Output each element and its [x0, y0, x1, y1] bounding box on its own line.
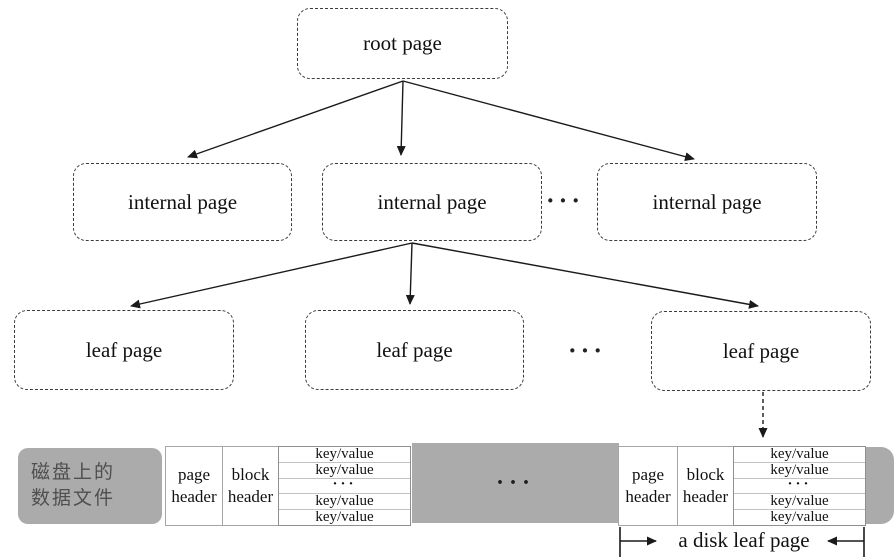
key-value-column-1: key/value key/value ··· key/value key/va… — [278, 446, 411, 526]
key-value-row: key/value — [770, 509, 829, 525]
root-page-node: root page — [297, 8, 508, 79]
disk-data-file-label-line1: 磁盘上的 — [31, 462, 116, 484]
internal-page-label: internal page — [127, 189, 238, 214]
arrow-root-internal2 — [396, 80, 406, 156]
leaf-page-node-2: leaf page — [305, 310, 524, 390]
key-value-row: key/value — [315, 509, 374, 525]
disk-data-file-box: 磁盘上的 数据文件 — [18, 448, 162, 524]
disk-right-end-cap — [866, 447, 894, 524]
leaf-row-ellipsis: ··· — [568, 336, 607, 365]
arrow-internal-leaf1 — [130, 242, 413, 309]
arrow-root-internal3 — [402, 80, 695, 162]
internal-page-node-1: internal page — [73, 163, 292, 241]
leaf-page-label: leaf page — [376, 337, 453, 362]
disk-middle-ellipsis: ··· — [495, 469, 535, 496]
key-value-row: key/value — [734, 494, 865, 510]
internal-page-node-3: internal page — [597, 163, 817, 241]
internal-row-ellipsis: ··· — [546, 186, 585, 215]
arrow-internal-leaf2 — [405, 242, 415, 305]
leaf-page-label: leaf page — [85, 337, 163, 362]
key-value-ellipsis-row: ··· — [279, 477, 410, 494]
arrow-root-internal1 — [187, 80, 404, 159]
arrow-internal-leaf3 — [411, 242, 759, 309]
page-header-cell-2: page header — [618, 446, 678, 526]
block-header-cell-1: block header — [222, 446, 279, 526]
leaf-page-node-3: leaf page — [651, 311, 871, 391]
key-value-row: key/value — [279, 494, 410, 510]
leaf-page-node-1: leaf page — [14, 310, 234, 390]
internal-page-label: internal page — [652, 189, 762, 214]
root-page-label: root page — [363, 31, 442, 55]
disk-data-file-label-line2: 数据文件 — [31, 488, 116, 509]
key-value-row: key/value — [734, 463, 865, 479]
disk-leaf-page-measure-label: a disk leaf page — [678, 528, 810, 552]
disk-middle-ellipsis-box: ··· — [412, 443, 619, 523]
key-value-row: key/value — [279, 447, 410, 463]
internal-page-label: internal page — [377, 189, 487, 214]
block-header-cell-2: block header — [677, 446, 734, 526]
key-value-column-2: key/value key/value ··· key/value key/va… — [733, 446, 866, 526]
page-header-cell-1: page header — [165, 446, 223, 526]
key-value-ellipsis-row: ··· — [734, 477, 865, 494]
key-value-row: key/value — [734, 447, 865, 463]
key-value-row: key/value — [279, 463, 410, 479]
internal-page-node-2: internal page — [322, 163, 542, 241]
leaf-page-label: leaf page — [722, 338, 800, 363]
